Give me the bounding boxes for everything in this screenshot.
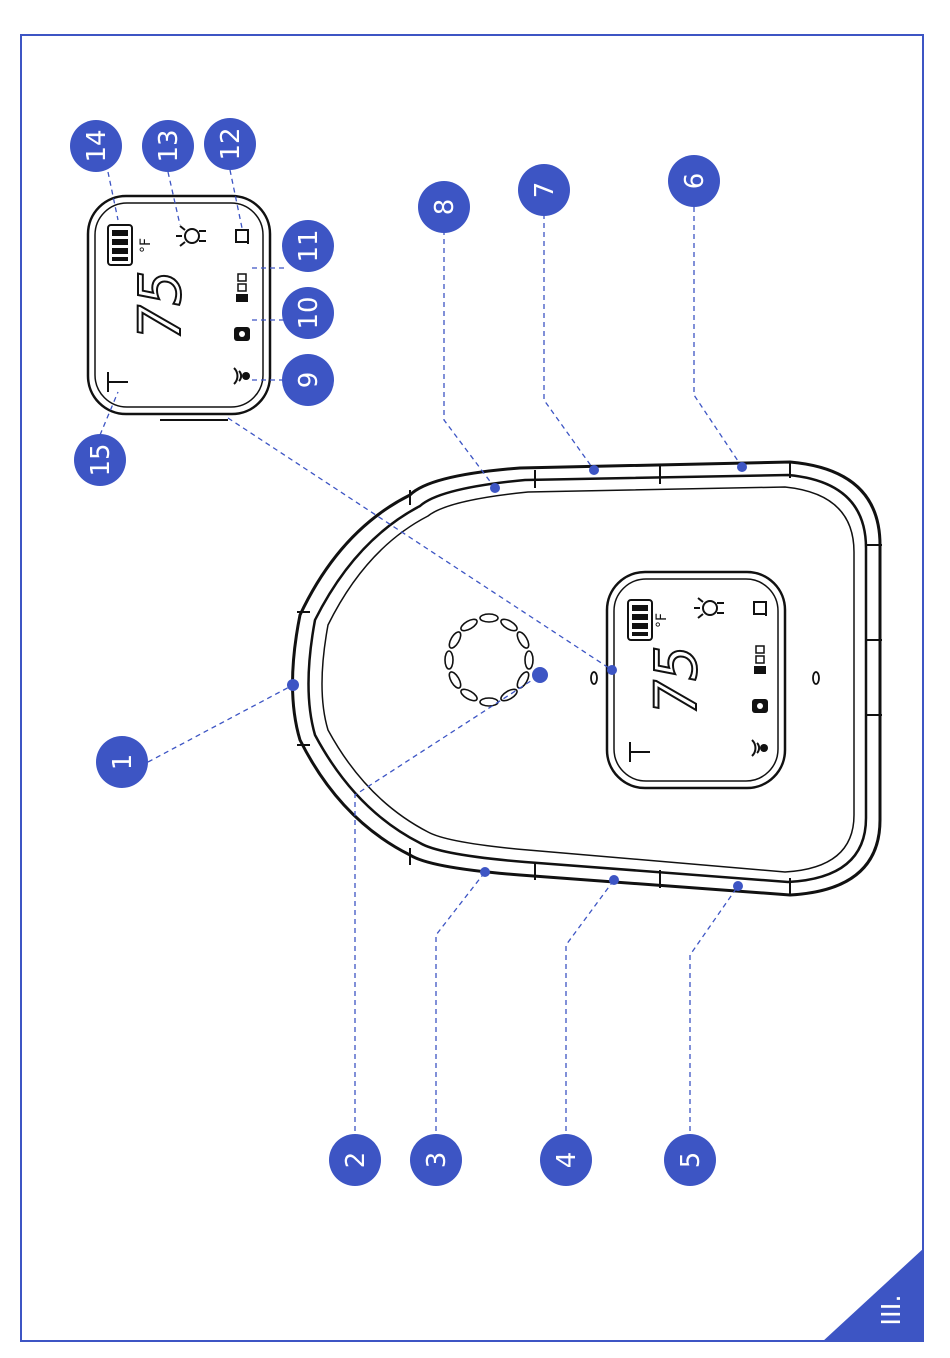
callout-2: 2 [329,1134,381,1186]
svg-text:10: 10 [294,296,324,329]
callout-9: 9 [282,354,334,406]
callout-6: 6 [668,155,720,207]
svg-text:6: 6 [680,173,710,190]
svg-text:8: 8 [430,199,460,216]
svg-text:11: 11 [294,229,324,262]
sensor-hole-right [813,672,819,684]
sensor-hole-left [591,672,597,684]
callout-7: 7 [518,164,570,216]
volume-icon [754,646,766,674]
light-bulb-icon [694,598,724,618]
inset-lcd-screen: 75 °F [88,196,270,420]
callout-5: 5 [664,1134,716,1186]
svg-text:14: 14 [82,129,112,162]
light-bulb-icon [176,226,206,246]
wifi-signal-icon [752,740,768,756]
svg-text:2: 2 [341,1152,371,1169]
corner-badge: III. [822,1248,924,1342]
callout-13: 13 [142,120,194,172]
callout-14: 14 [70,120,122,172]
svg-text:12: 12 [216,127,246,160]
wifi-signal-icon [234,368,250,384]
alarm-clock-icon [236,230,248,244]
alarm-clock-icon [754,602,766,616]
cry-detection-icon [752,699,768,713]
main-lcd-screen: 75 °F [607,572,785,788]
main-temperature-unit: °F [654,613,670,628]
antenna-icon [630,742,650,762]
device-body [293,462,883,895]
callout-12: 12 [204,118,256,170]
callout-10: 10 [282,287,334,339]
svg-text:4: 4 [552,1152,582,1169]
battery-icon [628,600,652,640]
callout-4: 4 [540,1134,592,1186]
battery-icon [108,225,132,265]
microphone-ring [445,614,533,706]
svg-text:5: 5 [676,1152,706,1169]
inset-temperature-value: 75 [126,270,194,340]
main-temperature-value: 75 [642,645,710,715]
cry-detection-icon [234,327,250,341]
svg-text:15: 15 [86,443,116,476]
svg-text:3: 3 [422,1152,452,1169]
callout-3: 3 [410,1134,462,1186]
corner-badge-glyph: III. [877,1294,907,1325]
svg-text:13: 13 [154,129,184,162]
antenna-icon [108,372,128,392]
svg-text:9: 9 [294,372,324,389]
callout-15: 15 [74,434,126,486]
callout-1: 1 [96,736,148,788]
svg-text:7: 7 [530,182,560,199]
volume-icon [236,274,248,302]
inset-temperature-unit: °F [138,238,154,253]
callout-11: 11 [282,220,334,272]
svg-text:1: 1 [108,754,138,771]
callout-8: 8 [418,181,470,233]
